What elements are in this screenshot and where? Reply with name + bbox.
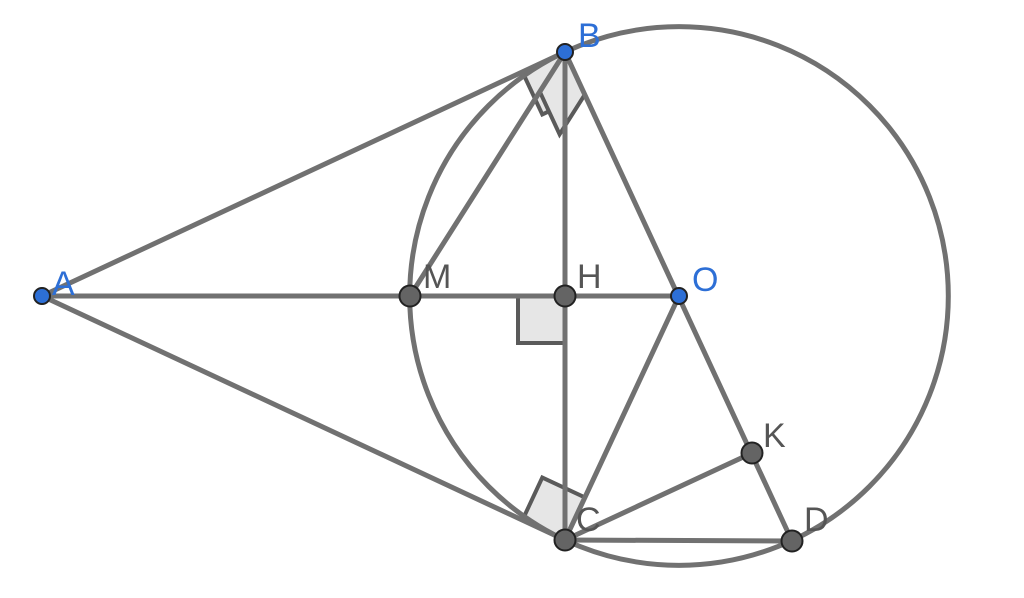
label-D: D [804, 501, 829, 539]
label-H: H [577, 258, 602, 296]
segment-BM [407, 49, 568, 299]
label-B: B [578, 17, 601, 55]
label-M: M [423, 258, 451, 296]
right-angle-H-marker [516, 296, 565, 345]
point-D[interactable] [780, 529, 804, 553]
point-H[interactable] [553, 284, 577, 308]
segments-layer [39, 24, 951, 568]
label-O: O [692, 261, 718, 299]
point-A[interactable] [33, 287, 51, 305]
point-B[interactable] [556, 43, 574, 61]
segment-CD [562, 537, 795, 544]
point-C[interactable] [553, 528, 577, 552]
right-angle-H-fill [518, 296, 565, 343]
point-M[interactable] [398, 284, 422, 308]
segment-CK [562, 450, 755, 543]
points-layer [33, 43, 804, 553]
label-K: K [763, 417, 786, 455]
right-angle-C-marker [520, 474, 586, 521]
label-A: A [52, 265, 75, 303]
segment-AB [39, 49, 568, 299]
label-C: C [576, 501, 601, 539]
point-O[interactable] [670, 287, 688, 305]
segment-OC [562, 293, 682, 543]
point-K[interactable] [740, 441, 764, 465]
segment-AC [39, 293, 568, 543]
right-angle-B-marker [537, 90, 587, 139]
labels-layer: A B O C H M K D [52, 17, 829, 539]
